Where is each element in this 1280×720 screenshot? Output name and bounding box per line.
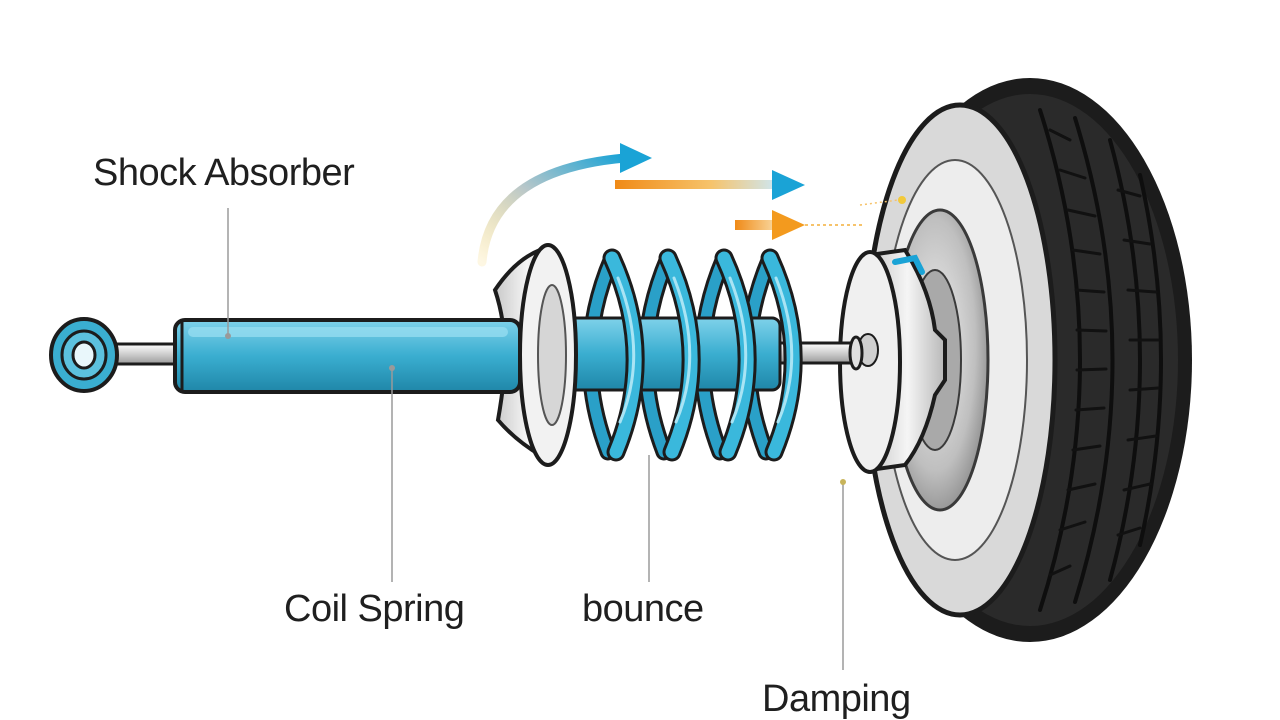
wheel-tire (862, 78, 1192, 642)
shock-body (173, 318, 522, 394)
leader-lines (225, 208, 846, 670)
label-damping: Damping (762, 678, 911, 720)
orange-arrow-top (615, 180, 775, 189)
tire-sipes (1048, 128, 1160, 577)
tire-tread (1038, 108, 1163, 612)
bounce-arc-arrow (477, 153, 630, 267)
label-coil-spring: Coil Spring (284, 588, 465, 630)
spring-seat (492, 243, 578, 467)
orange-arrow-bottom (735, 220, 775, 230)
spring-coil-highlight (774, 276, 794, 424)
label-bounce: bounce (582, 588, 704, 630)
wheel-hub-knuckle (838, 247, 947, 474)
shock-absorber (49, 317, 522, 394)
arrow-head-icon (620, 143, 652, 173)
spring-coil-highlight (728, 276, 748, 424)
mount-eyelet (49, 317, 119, 393)
arrow-head-icon (772, 210, 805, 240)
arrow-head-icon (772, 170, 805, 200)
piston-rod-left (110, 342, 184, 366)
label-shock-absorber: Shock Absorber (93, 152, 355, 194)
motion-arrows (477, 143, 906, 267)
coil-spring (558, 248, 803, 462)
spring-coil-highlight (672, 276, 692, 424)
spring-coil-highlight (616, 276, 636, 424)
